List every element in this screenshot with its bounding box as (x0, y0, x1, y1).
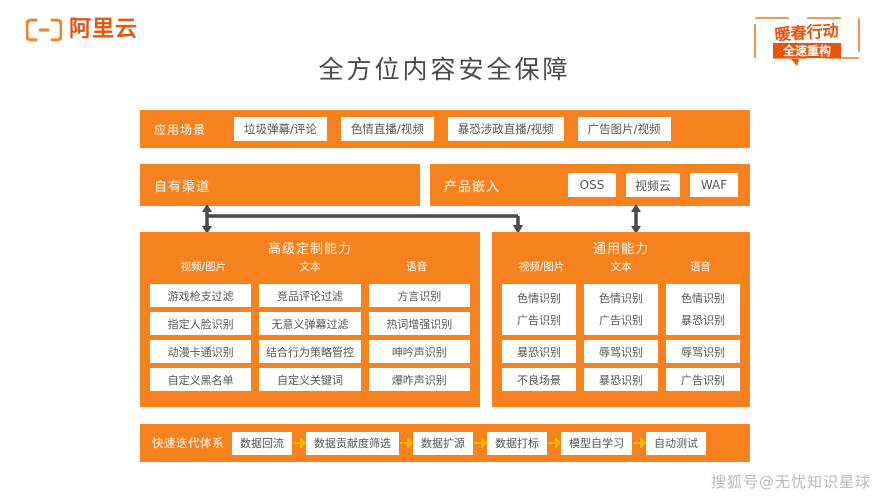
capability-item: 暴恐识别 (681, 314, 725, 328)
page-title: 全方位内容安全保障 (318, 55, 571, 84)
channel-own-label: 自有渠道 (154, 179, 211, 195)
column-header: 文本 (299, 261, 321, 273)
campaign-stamp-icon: 暖春行动 全速重构 (747, 12, 867, 66)
scenario-item[interactable]: 色情直播/视频 (340, 117, 434, 141)
general-column-voice: 色情识别 暴恐识别 辱骂识别 广告识别 (666, 284, 740, 391)
custom-capability-grid: 游戏枪支过滤 指定人脸识别 动漫卡通识别 自定义黑名单 竞品评论过滤 无意义弹幕… (140, 284, 480, 399)
scenario-item[interactable]: 暴恐涉政直播/视频 (447, 117, 564, 141)
column-header: 视频/图片 (518, 261, 565, 273)
capability-item-merged[interactable]: 色情识别 广告识别 (502, 284, 576, 335)
general-column-headers: 视频/图片 文本 语音 (492, 262, 750, 284)
capability-item[interactable]: 呻吟声识别 (368, 340, 470, 363)
pipeline-row: 快速迭代体系 数据回流 数据贡献度筛选 数据扩源 数据打标 模型自学习 自动测试 (140, 424, 750, 462)
capability-item-merged[interactable]: 色情识别 暴恐识别 (666, 284, 740, 335)
capability-item[interactable]: 自定义黑名单 (150, 368, 252, 391)
general-column-video: 色情识别 广告识别 暴恐识别 不良场景 (502, 284, 576, 391)
custom-column-headers: 视频/图片 文本 语音 (140, 262, 480, 284)
product-chip[interactable]: WAF (690, 173, 738, 197)
capability-item[interactable]: 竞品评论过滤 (259, 284, 361, 307)
capability-item[interactable]: 无意义弹幕过滤 (259, 312, 361, 335)
capability-item[interactable]: 辱骂识别 (584, 340, 658, 363)
channels-row: 自有渠道 产品嵌入 OSS 视频云 WAF (140, 164, 750, 206)
product-chip[interactable]: 视频云 (625, 173, 680, 197)
capability-item[interactable]: 暴恐识别 (502, 340, 576, 363)
custom-column-video: 游戏枪支过滤 指定人脸识别 动漫卡通识别 自定义黑名单 (150, 284, 252, 391)
capability-item: 色情识别 (681, 291, 725, 305)
column-header: 语音 (406, 261, 428, 273)
arrow-right-icon (548, 438, 561, 448)
scenario-item[interactable]: 垃圾弹幕/评论 (234, 117, 327, 141)
brand-name: 阿里云 (69, 17, 139, 42)
svg-text:全速重构: 全速重构 (782, 43, 831, 58)
pipeline-step[interactable]: 数据打标 (487, 431, 547, 455)
capability-item[interactable]: 方言识别 (368, 284, 470, 307)
capability-item[interactable]: 热词增强识别 (368, 312, 470, 335)
capability-item-merged[interactable]: 色情识别 广告识别 (584, 284, 658, 335)
capability-item[interactable]: 自定义关键词 (259, 368, 361, 391)
custom-capability-panel: 高级定制能力 视频/图片 文本 语音 游戏枪支过滤 指定人脸识别 动漫卡通识别 … (140, 232, 480, 407)
general-column-text: 色情识别 广告识别 辱骂识别 暴恐识别 (584, 284, 658, 391)
capability-item[interactable]: 动漫卡通识别 (150, 340, 252, 363)
custom-panel-title: 高级定制能力 (267, 242, 352, 257)
column-header: 语音 (689, 261, 711, 273)
arrow-right-icon (293, 438, 306, 448)
capability-item[interactable]: 广告识别 (666, 368, 740, 391)
capability-item[interactable]: 游戏枪支过滤 (150, 284, 252, 307)
pipeline-step[interactable]: 数据扩源 (413, 431, 473, 455)
capability-item[interactable]: 指定人脸识别 (150, 312, 252, 335)
general-capability-panel: 通用能力 视频/图片 文本 语音 色情识别 广告识别 暴恐识别 不良场景 色情识… (492, 232, 750, 407)
general-capability-grid: 色情识别 广告识别 暴恐识别 不良场景 色情识别 广告识别 辱骂识别 暴恐识别 … (492, 284, 750, 399)
pipeline-steps: 数据回流 数据贡献度筛选 数据扩源 数据打标 模型自学习 自动测试 (232, 431, 706, 455)
channel-embed-label: 产品嵌入 (444, 179, 501, 195)
capability-item[interactable]: 不良场景 (502, 368, 576, 391)
arrow-right-icon (633, 438, 646, 448)
capability-item[interactable]: 爆咋声识别 (368, 368, 470, 391)
general-panel-title: 通用能力 (592, 242, 649, 257)
connector-arrows (140, 204, 750, 234)
column-header: 视频/图片 (180, 261, 227, 273)
aliyun-bracket-icon (26, 18, 62, 42)
custom-column-voice: 方言识别 热词增强识别 呻吟声识别 爆咋声识别 (368, 284, 470, 391)
watermark: 搜狐号@无忧知识星球 (710, 473, 871, 491)
product-chip[interactable]: OSS (567, 173, 616, 197)
capability-item[interactable]: 暴恐识别 (584, 368, 658, 391)
channel-own: 自有渠道 (140, 164, 420, 206)
scenarios-label: 应用场景 (154, 122, 207, 137)
pipeline-step[interactable]: 数据回流 (232, 431, 292, 455)
column-header: 文本 (610, 261, 632, 273)
pipeline-step[interactable]: 数据贡献度筛选 (306, 431, 399, 455)
pipeline-step[interactable]: 模型自学习 (561, 431, 632, 455)
capability-item[interactable]: 辱骂识别 (666, 340, 740, 363)
capability-item: 色情识别 (517, 291, 561, 305)
brand-logo: 阿里云 (26, 17, 138, 43)
channel-embed: 产品嵌入 OSS 视频云 WAF (430, 164, 750, 206)
capability-item: 广告识别 (599, 314, 643, 328)
capability-item: 广告识别 (517, 314, 561, 328)
pipeline-step[interactable]: 自动测试 (646, 431, 706, 455)
custom-column-text: 竞品评论过滤 无意义弹幕过滤 结合行为策略管控 自定义关键词 (259, 284, 361, 391)
scenario-item[interactable]: 广告图片/视频 (577, 117, 671, 141)
svg-text:暖春行动: 暖春行动 (774, 21, 839, 44)
capability-item[interactable]: 结合行为策略管控 (259, 340, 361, 363)
pipeline-label: 快速迭代体系 (152, 436, 224, 450)
capability-item: 色情识别 (599, 291, 643, 305)
arrow-right-icon (400, 438, 413, 448)
arrow-right-icon (474, 438, 487, 448)
scenarios-row: 应用场景 垃圾弹幕/评论 色情直播/视频 暴恐涉政直播/视频 广告图片/视频 (140, 110, 750, 148)
